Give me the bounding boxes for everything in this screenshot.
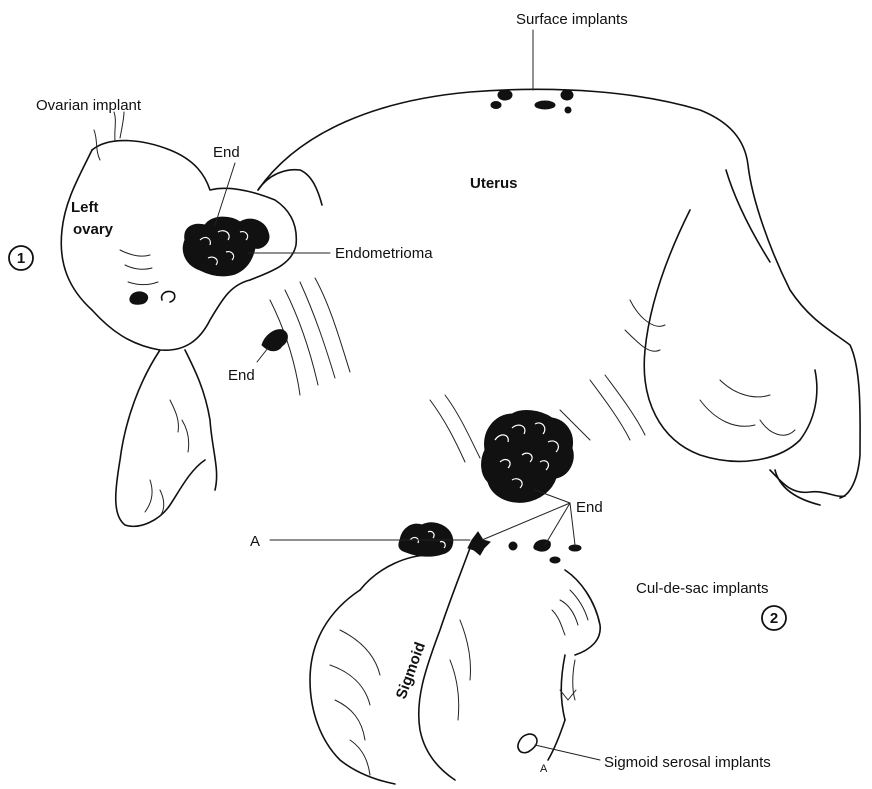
surface-implants (491, 90, 573, 113)
cul-de-sac-outline (360, 555, 600, 655)
left-ovary-implants (130, 291, 175, 304)
leader-lines (215, 30, 600, 760)
a-bottom-label: A (540, 763, 548, 775)
cul-de-sac-implants (399, 523, 581, 563)
marker-1-label: 1 (17, 250, 25, 267)
endometrioma-label: Endometrioma (335, 245, 433, 262)
end-left-label: End (228, 367, 255, 384)
a-left-label: A (250, 533, 260, 550)
end-right-label: End (576, 499, 603, 516)
cul-de-sac-label: Cul-de-sac implants (636, 580, 769, 597)
left-ovary-label-line1: Left (71, 199, 99, 216)
left-tube-fimbriae (116, 350, 217, 526)
surface-implants-label: Surface implants (516, 11, 628, 28)
endometrioma (183, 217, 269, 276)
left-ovary-label-line2: ovary (73, 221, 114, 238)
sigmoid-outline (310, 548, 576, 784)
marker-2: 2 (762, 606, 786, 630)
cul-de-sac-endometrioma (482, 411, 574, 503)
broad-ligament-hatching (270, 278, 645, 462)
marker-2-label: 2 (770, 610, 778, 627)
uterus-label: Uterus (470, 175, 518, 192)
sigmoid-label: Sigmoid (393, 640, 429, 701)
ovarian-implant-label: Ovarian implant (36, 97, 142, 114)
sigmoid-serosal-label: Sigmoid serosal implants (604, 754, 771, 771)
right-adnexa (625, 210, 845, 505)
ligament-implant (262, 330, 287, 351)
end-top-label: End (213, 144, 240, 161)
marker-1: 1 (9, 246, 33, 270)
